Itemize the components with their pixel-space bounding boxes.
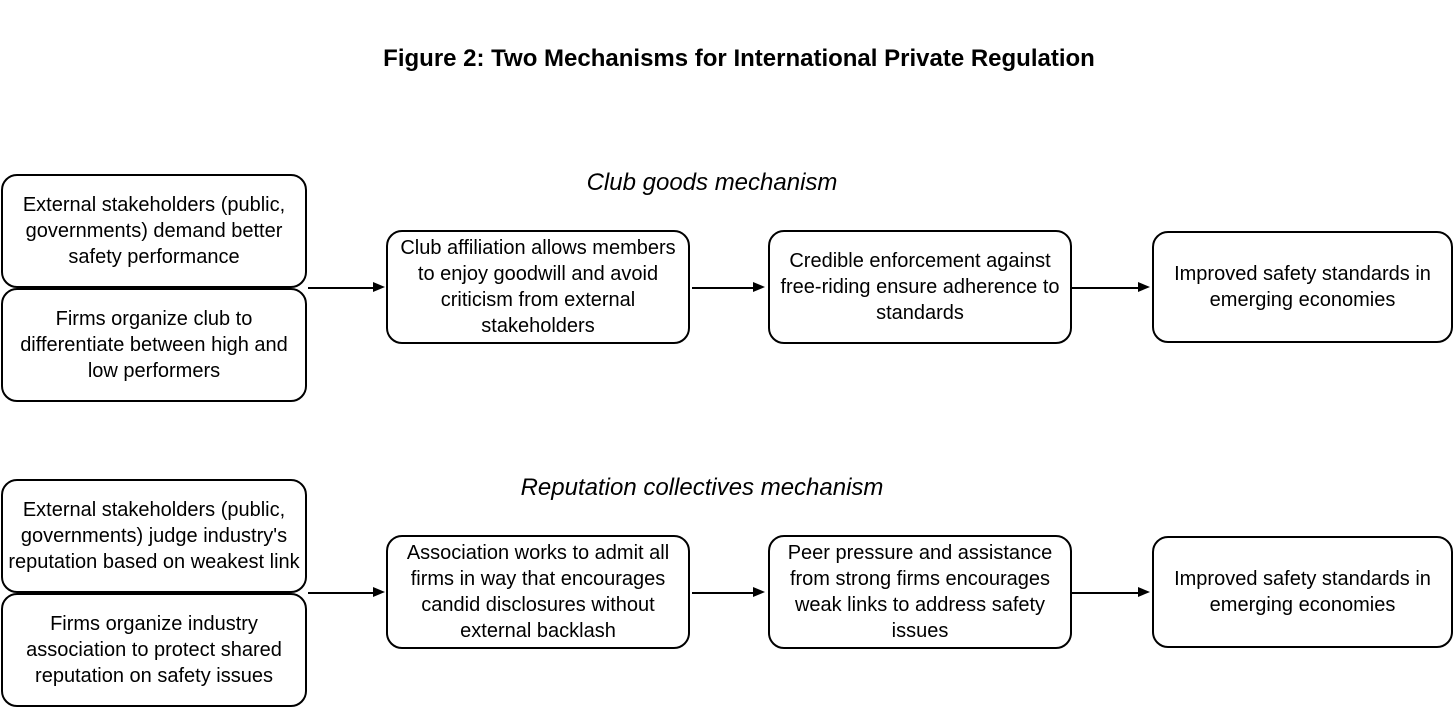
flow-arrow xyxy=(1072,282,1150,292)
flow-box-credible-enforcement: Credible enforcement against free-riding… xyxy=(768,230,1072,344)
mechanism-heading-reputation-collectives: Reputation collectives mechanism xyxy=(520,474,884,501)
flow-box-improved-standards: Improved safety standards in emerging ec… xyxy=(1152,231,1453,343)
flow-box-stakeholders-demand: External stakeholders (public, governmen… xyxy=(1,174,307,288)
flow-box-peer-pressure: Peer pressure and assistance from strong… xyxy=(768,535,1072,649)
flow-arrow xyxy=(1072,587,1150,597)
flow-box-firms-organize-association: Firms organize industry association to p… xyxy=(1,593,307,707)
flow-box-improved-standards: Improved safety standards in emerging ec… xyxy=(1152,536,1453,648)
mechanism-heading-club-goods: Club goods mechanism xyxy=(586,169,838,196)
mechanism-section-club-goods: Club goods mechanism External stakeholde… xyxy=(0,169,1456,409)
flow-box-club-affiliation: Club affiliation allows members to enjoy… xyxy=(386,230,690,344)
figure-title: Figure 2: Two Mechanisms for Internation… xyxy=(383,45,1095,72)
flow-arrow xyxy=(308,587,385,597)
flow-arrow xyxy=(692,587,765,597)
mechanism-section-reputation-collectives: Reputation collectives mechanism Externa… xyxy=(0,474,1456,709)
flow-arrow xyxy=(308,282,385,292)
flow-box-firms-organize-club: Firms organize club to differentiate bet… xyxy=(1,288,307,402)
flow-arrow xyxy=(692,282,765,292)
flow-box-stakeholders-judge: External stakeholders (public, governmen… xyxy=(1,479,307,593)
flow-box-association-admits: Association works to admit all firms in … xyxy=(386,535,690,649)
